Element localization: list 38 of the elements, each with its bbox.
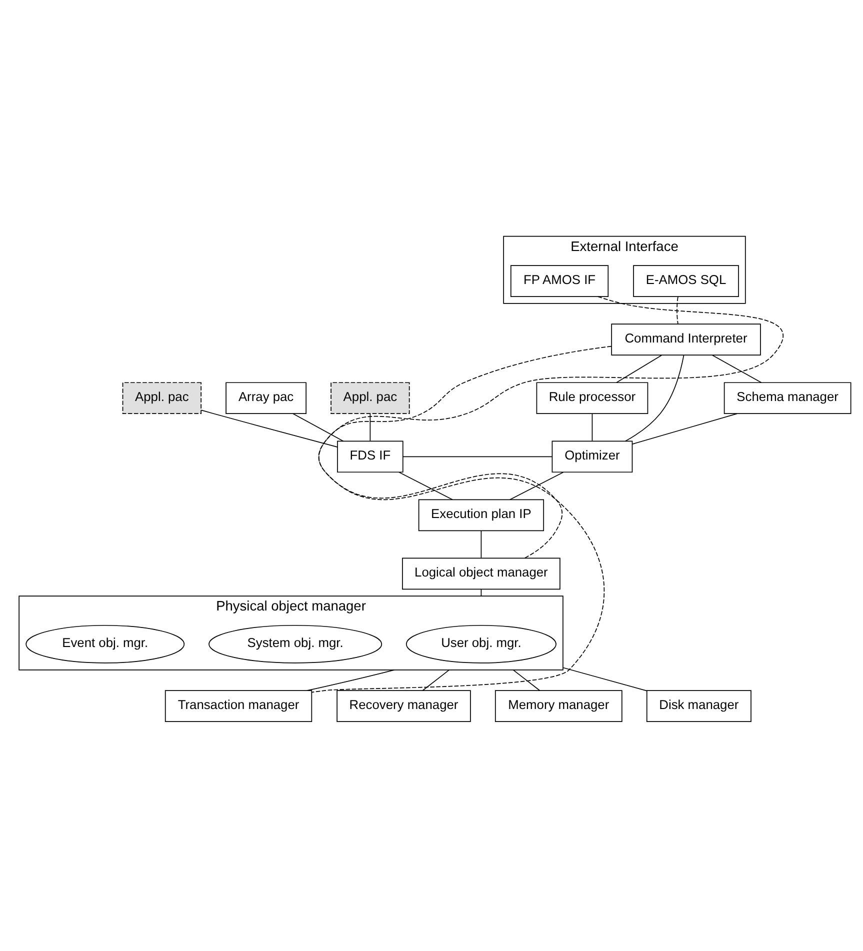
connector <box>616 354 662 383</box>
node-box: Command Interpreter <box>611 324 761 356</box>
node-box: Logical object manager <box>402 558 560 590</box>
connector <box>422 670 450 691</box>
connector <box>292 413 344 442</box>
node-box: Disk manager <box>646 690 752 722</box>
connector <box>398 472 453 500</box>
connector <box>311 346 612 693</box>
connector <box>318 296 784 558</box>
node-ellipse: System obj. mgr. <box>208 624 382 664</box>
connector <box>480 530 482 558</box>
node-box: Transaction manager <box>164 690 312 722</box>
node-box: Memory manager <box>494 690 622 722</box>
connector <box>676 296 678 324</box>
connector <box>510 472 564 500</box>
connector <box>370 413 371 442</box>
node-box: E-AMOS SQL <box>633 265 739 297</box>
node-ellipse: Event obj. mgr. <box>26 624 185 664</box>
node-box: Optimizer <box>552 440 633 473</box>
connector <box>592 413 593 442</box>
node-box: FP AMOS IF <box>510 265 609 297</box>
connector <box>712 354 762 383</box>
node-box: Execution plan IP <box>418 499 544 532</box>
connector <box>562 667 648 692</box>
connector <box>402 456 552 458</box>
node-box: Recovery manager <box>336 690 471 722</box>
connector <box>200 410 338 448</box>
node-box: FDS IF <box>337 440 404 473</box>
node-ellipse: User obj. mgr. <box>406 624 556 664</box>
connector <box>624 354 684 442</box>
node-box: Appl. pac <box>330 382 410 414</box>
node-box: Appl. pac <box>122 382 202 414</box>
node-box: Schema manager <box>724 382 852 414</box>
connector <box>512 670 540 691</box>
connector <box>632 413 738 445</box>
connector <box>306 670 395 691</box>
node-box: Rule processor <box>536 382 648 414</box>
node-box: Array pac <box>226 382 306 414</box>
